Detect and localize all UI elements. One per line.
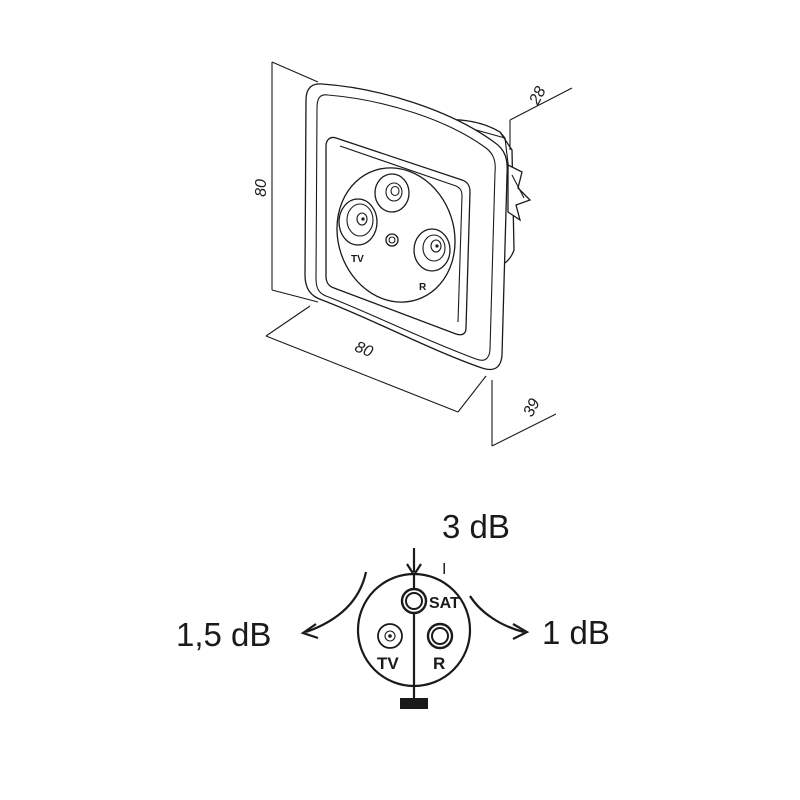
tv-loss-label: 1,5 dB <box>176 616 271 653</box>
socket-isometric-view: TV R <box>304 83 532 371</box>
schematic-sat-label: SAT <box>429 595 460 612</box>
sat-loss-label: 3 dB <box>442 508 510 545</box>
dimension-width: 80 <box>265 305 487 413</box>
r-socket-label: R <box>419 282 427 293</box>
schematic-r-label: R <box>433 654 445 673</box>
width-value: 80 <box>352 339 375 361</box>
tv-output-arrow <box>300 571 368 640</box>
dimension-height: 80 <box>253 61 319 303</box>
dimension-depth-top: 28 <box>509 84 573 150</box>
r-connector <box>413 228 451 272</box>
socket-schematic: 3 dB I SAT TV R 1,5 dB <box>176 508 610 709</box>
depth-bottom-value: 39 <box>520 396 543 420</box>
ground-symbol <box>400 698 428 709</box>
inner-plate-edge <box>339 145 463 323</box>
sat-connector <box>374 173 410 213</box>
dimension-depth-bottom: 39 <box>491 380 557 447</box>
schematic-r-connector <box>426 622 454 650</box>
tv-connector <box>338 198 378 246</box>
sat-tick-mark: I <box>442 561 446 578</box>
tv-socket-label: TV <box>351 254 364 265</box>
outer-frame-inner-edge <box>315 94 496 361</box>
depth-top-value: 28 <box>526 84 550 109</box>
r-loss-label: 1 dB <box>542 614 610 651</box>
r-output-arrow <box>469 595 530 640</box>
schematic-tv-connector <box>377 623 403 649</box>
sat-input-arrow <box>406 548 422 578</box>
height-value: 80 <box>253 179 270 197</box>
center-screw <box>385 233 399 247</box>
schematic-sat-connector <box>400 587 428 615</box>
schematic-tv-label: TV <box>377 654 399 673</box>
